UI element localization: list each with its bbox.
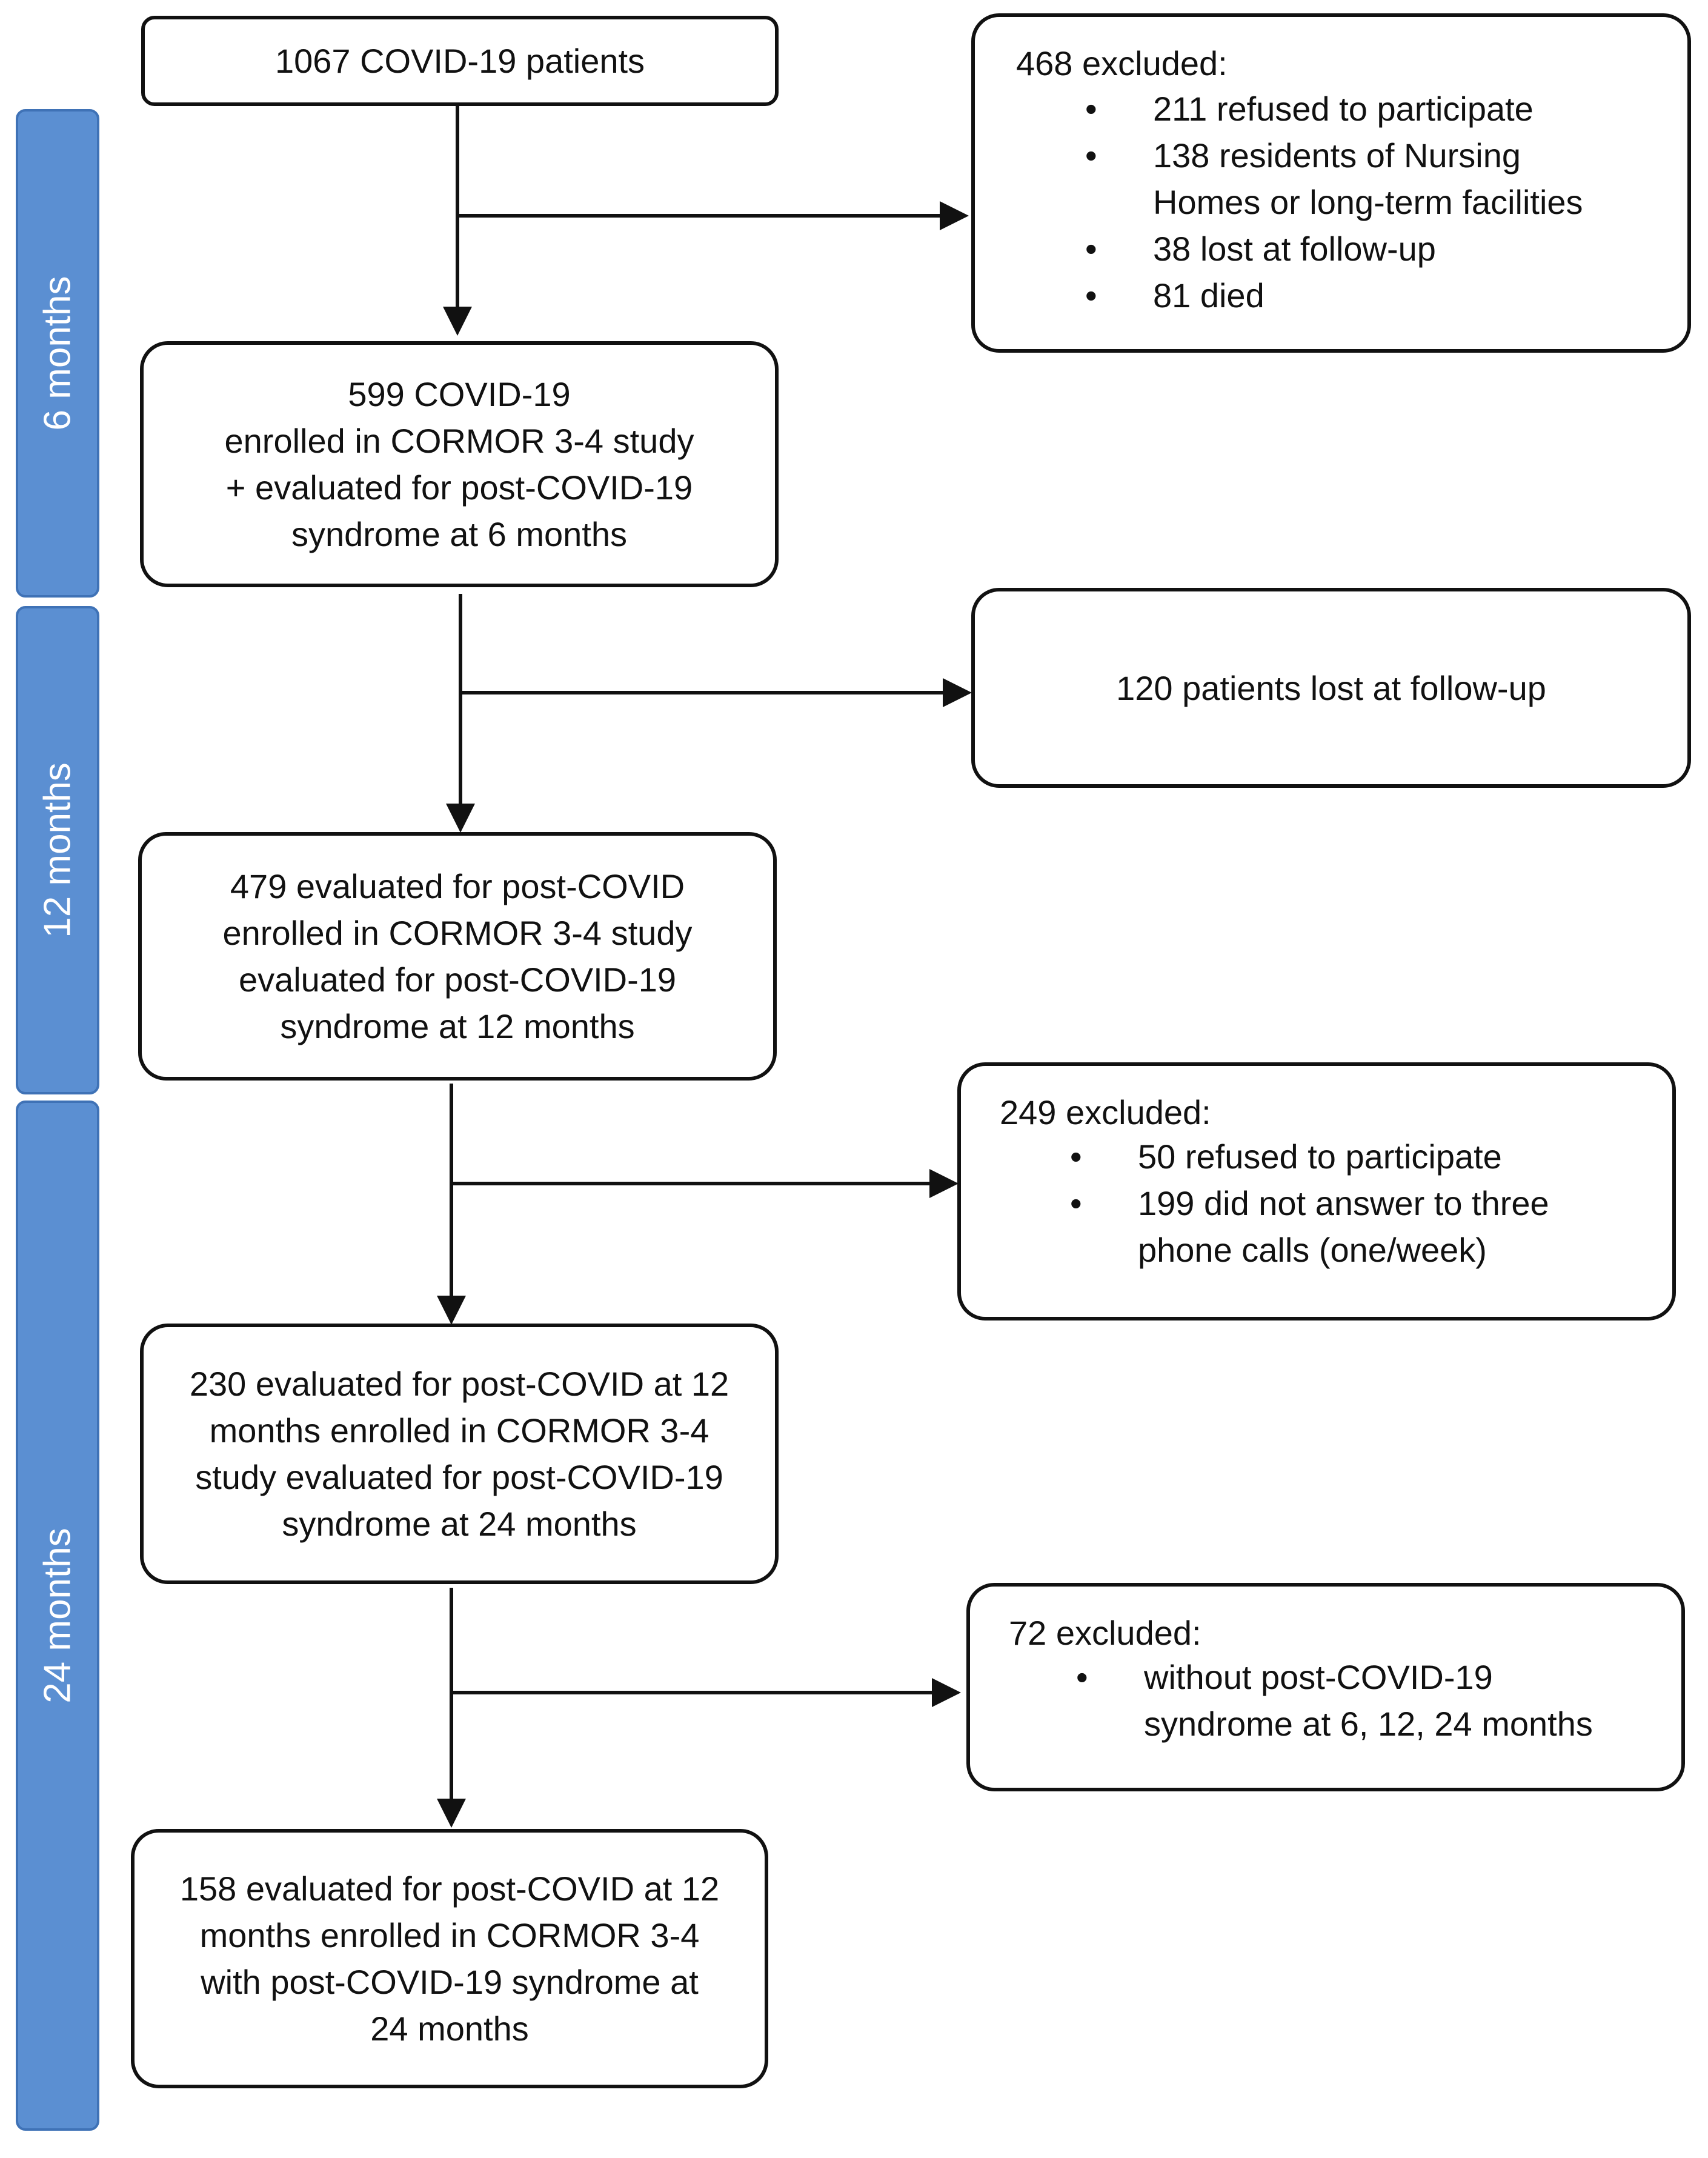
box-text-line: enrolled in CORMOR 3-4 study <box>222 914 693 952</box>
item-text: 38 lost at follow-up <box>1153 230 1436 268</box>
bullet-icon: • <box>1076 1658 1088 1696</box>
box-text-line: 158 evaluated for post-COVID at 12 <box>179 1870 720 1908</box>
box-total-patients: 1067 COVID-19 patients <box>141 16 779 106</box>
exclusion-item: • without post-COVID-19 syndrome at 6, 1… <box>1076 1654 1593 1747</box>
box-excluded-72: 72 excluded: • without post-COVID-19 syn… <box>966 1583 1685 1791</box>
exclusion-item: • 138 residents of Nursing Homes or long… <box>1085 132 1583 225</box>
item-text: 50 refused to participate <box>1138 1137 1502 1176</box>
exclusion-header: 72 excluded: <box>1009 1614 1201 1652</box>
box-text-line: months enrolled in CORMOR 3-4 <box>199 1916 700 1954</box>
box-evaluated-12-months: 479 evaluated for post-COVID enrolled in… <box>138 832 777 1081</box>
bullet-icon: • <box>1085 230 1097 268</box>
box-text-line: 120 patients lost at follow-up <box>1116 668 1546 707</box>
box-text-line: 1067 COVID-19 patients <box>274 42 645 80</box>
item-text: phone calls (one/week) <box>1138 1231 1487 1269</box>
exclusion-item: • 38 lost at follow-up <box>1085 225 1583 272</box>
box-text-line: 24 months <box>370 2010 529 2048</box>
exclusion-item: • 81 died <box>1085 272 1583 319</box>
bullet-icon: • <box>1070 1137 1082 1176</box>
item-text: syndrome at 6, 12, 24 months <box>1144 1705 1593 1743</box>
item-text: without post-COVID-19 <box>1144 1658 1493 1696</box>
bullet-icon: • <box>1085 136 1097 175</box>
box-final-cohort: 158 evaluated for post-COVID at 12 month… <box>131 1829 768 2088</box>
bullet-icon: • <box>1070 1184 1082 1222</box>
box-text-line: 599 COVID-19 <box>348 375 571 413</box>
box-text-line: 479 evaluated for post-COVID <box>230 867 685 905</box>
box-text-line: 230 evaluated for post-COVID at 12 <box>189 1365 729 1403</box>
bullet-icon: • <box>1085 276 1097 315</box>
box-evaluated-24-months: 230 evaluated for post-COVID at 12 month… <box>140 1324 779 1584</box>
box-text-line: + evaluated for post-COVID-19 <box>225 468 693 507</box>
bullet-icon: • <box>1085 90 1097 128</box>
exclusion-item: • 50 refused to participate <box>1070 1133 1549 1180</box>
item-text: 211 refused to participate <box>1153 90 1534 128</box>
item-text: 199 did not answer to three <box>1138 1184 1549 1222</box>
box-text-line: with post-COVID-19 syndrome at <box>201 1963 699 2001</box>
box-text-line: syndrome at 6 months <box>291 515 628 553</box>
exclusion-item: • 199 did not answer to three phone call… <box>1070 1180 1549 1273</box>
exclusion-header: 249 excluded: <box>1000 1093 1211 1131</box>
box-excluded-468: 468 excluded: • 211 refused to participa… <box>971 13 1691 353</box>
box-excluded-249: 249 excluded: • 50 refused to participat… <box>957 1062 1676 1320</box>
phase-bar-12-months: 12 months <box>16 606 99 1094</box>
box-text-line: syndrome at 24 months <box>282 1505 637 1543</box>
box-text-line: evaluated for post-COVID-19 <box>238 961 677 999</box>
box-text-line: study evaluated for post-COVID-19 <box>195 1458 723 1496</box>
item-text: 81 died <box>1153 276 1264 315</box>
exclusion-item: • 211 refused to participate <box>1085 85 1583 132</box>
exclusion-header: 468 excluded: <box>1016 44 1228 82</box>
exclusion-list: • 211 refused to participate • 138 resid… <box>1085 85 1583 319</box>
box-lost-120: 120 patients lost at follow-up <box>971 588 1691 788</box>
item-text: Homes or long-term facilities <box>1153 183 1583 221</box>
box-text-line: syndrome at 12 months <box>280 1007 635 1045</box>
box-enrolled-6-months: 599 COVID-19 enrolled in CORMOR 3-4 stud… <box>140 341 779 587</box>
box-text-line: months enrolled in CORMOR 3-4 <box>209 1411 709 1450</box>
exclusion-list: • without post-COVID-19 syndrome at 6, 1… <box>1076 1654 1593 1747</box>
item-text: 138 residents of Nursing <box>1153 136 1521 175</box>
box-text-line: enrolled in CORMOR 3-4 study <box>224 422 694 460</box>
phase-bar-24-months: 24 months <box>16 1101 99 2131</box>
exclusion-list: • 50 refused to participate • 199 did no… <box>1070 1133 1549 1273</box>
phase-bar-6-months: 6 months <box>16 109 99 598</box>
